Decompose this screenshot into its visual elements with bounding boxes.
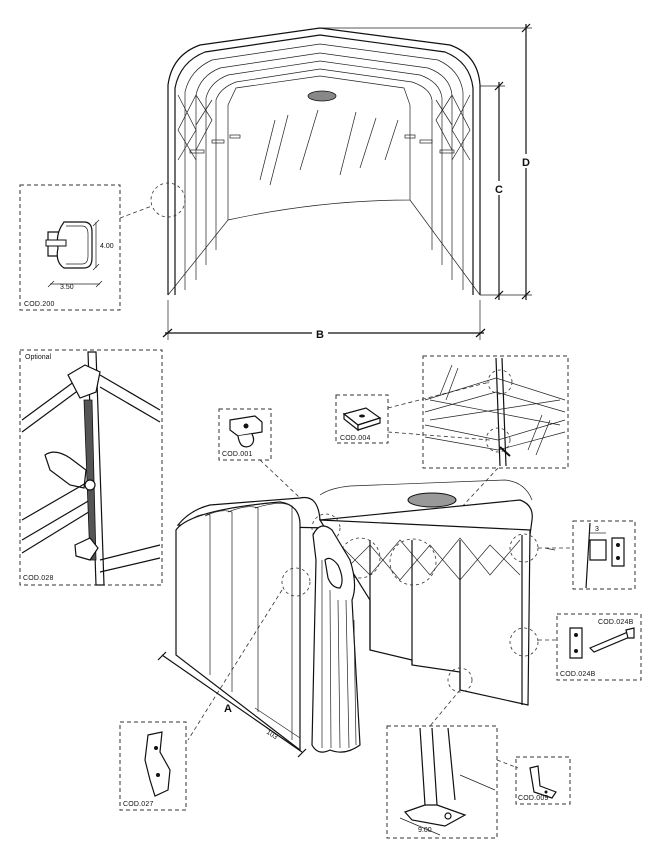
- part-cod027: COD.027: [119, 721, 187, 811]
- profile-height-label: 4.00: [100, 243, 114, 250]
- cod009-label: COD.009: [518, 795, 549, 802]
- dimension-d: D: [320, 23, 535, 300]
- detail-cod028: Optional COD.028: [19, 349, 163, 586]
- profile-width-label: 3.50: [60, 284, 74, 291]
- dimension-c: C: [480, 81, 508, 300]
- part-cod001: COD.001: [218, 408, 319, 516]
- frame-front-view: [167, 27, 481, 296]
- cod024b-label-top: COD.024B: [598, 619, 634, 626]
- cod028-label: COD.028: [23, 575, 54, 582]
- foot-detail: 9.00: [386, 725, 519, 839]
- part-cod024b: 3 COD.024B COD.024B: [556, 520, 642, 681]
- part-cod004: COD.004: [335, 381, 491, 444]
- dimension-c-label: C: [495, 184, 503, 196]
- dimension-d-label: D: [522, 157, 530, 169]
- cod027-label: COD.027: [123, 801, 154, 808]
- dimension-b: B: [162, 300, 486, 341]
- foot-dim-label: 9.00: [418, 827, 432, 834]
- cod004-label: COD.004: [340, 435, 371, 442]
- tent-isometric-view: [175, 479, 570, 753]
- profile-detail-cod200: 4.00 3.50 COD.200: [19, 182, 186, 311]
- dimension-b-label: B: [316, 329, 324, 341]
- part-cod009: COD.009: [515, 756, 571, 805]
- cod028-optional-note: Optional: [25, 354, 52, 361]
- cod001-label: COD.001: [222, 451, 253, 458]
- dimension-a-label: A: [224, 703, 232, 715]
- cod024b-label-bottom: COD.024B: [560, 671, 596, 678]
- cod024b-width-label: 3: [595, 526, 599, 533]
- profile-code: COD.200: [24, 301, 55, 308]
